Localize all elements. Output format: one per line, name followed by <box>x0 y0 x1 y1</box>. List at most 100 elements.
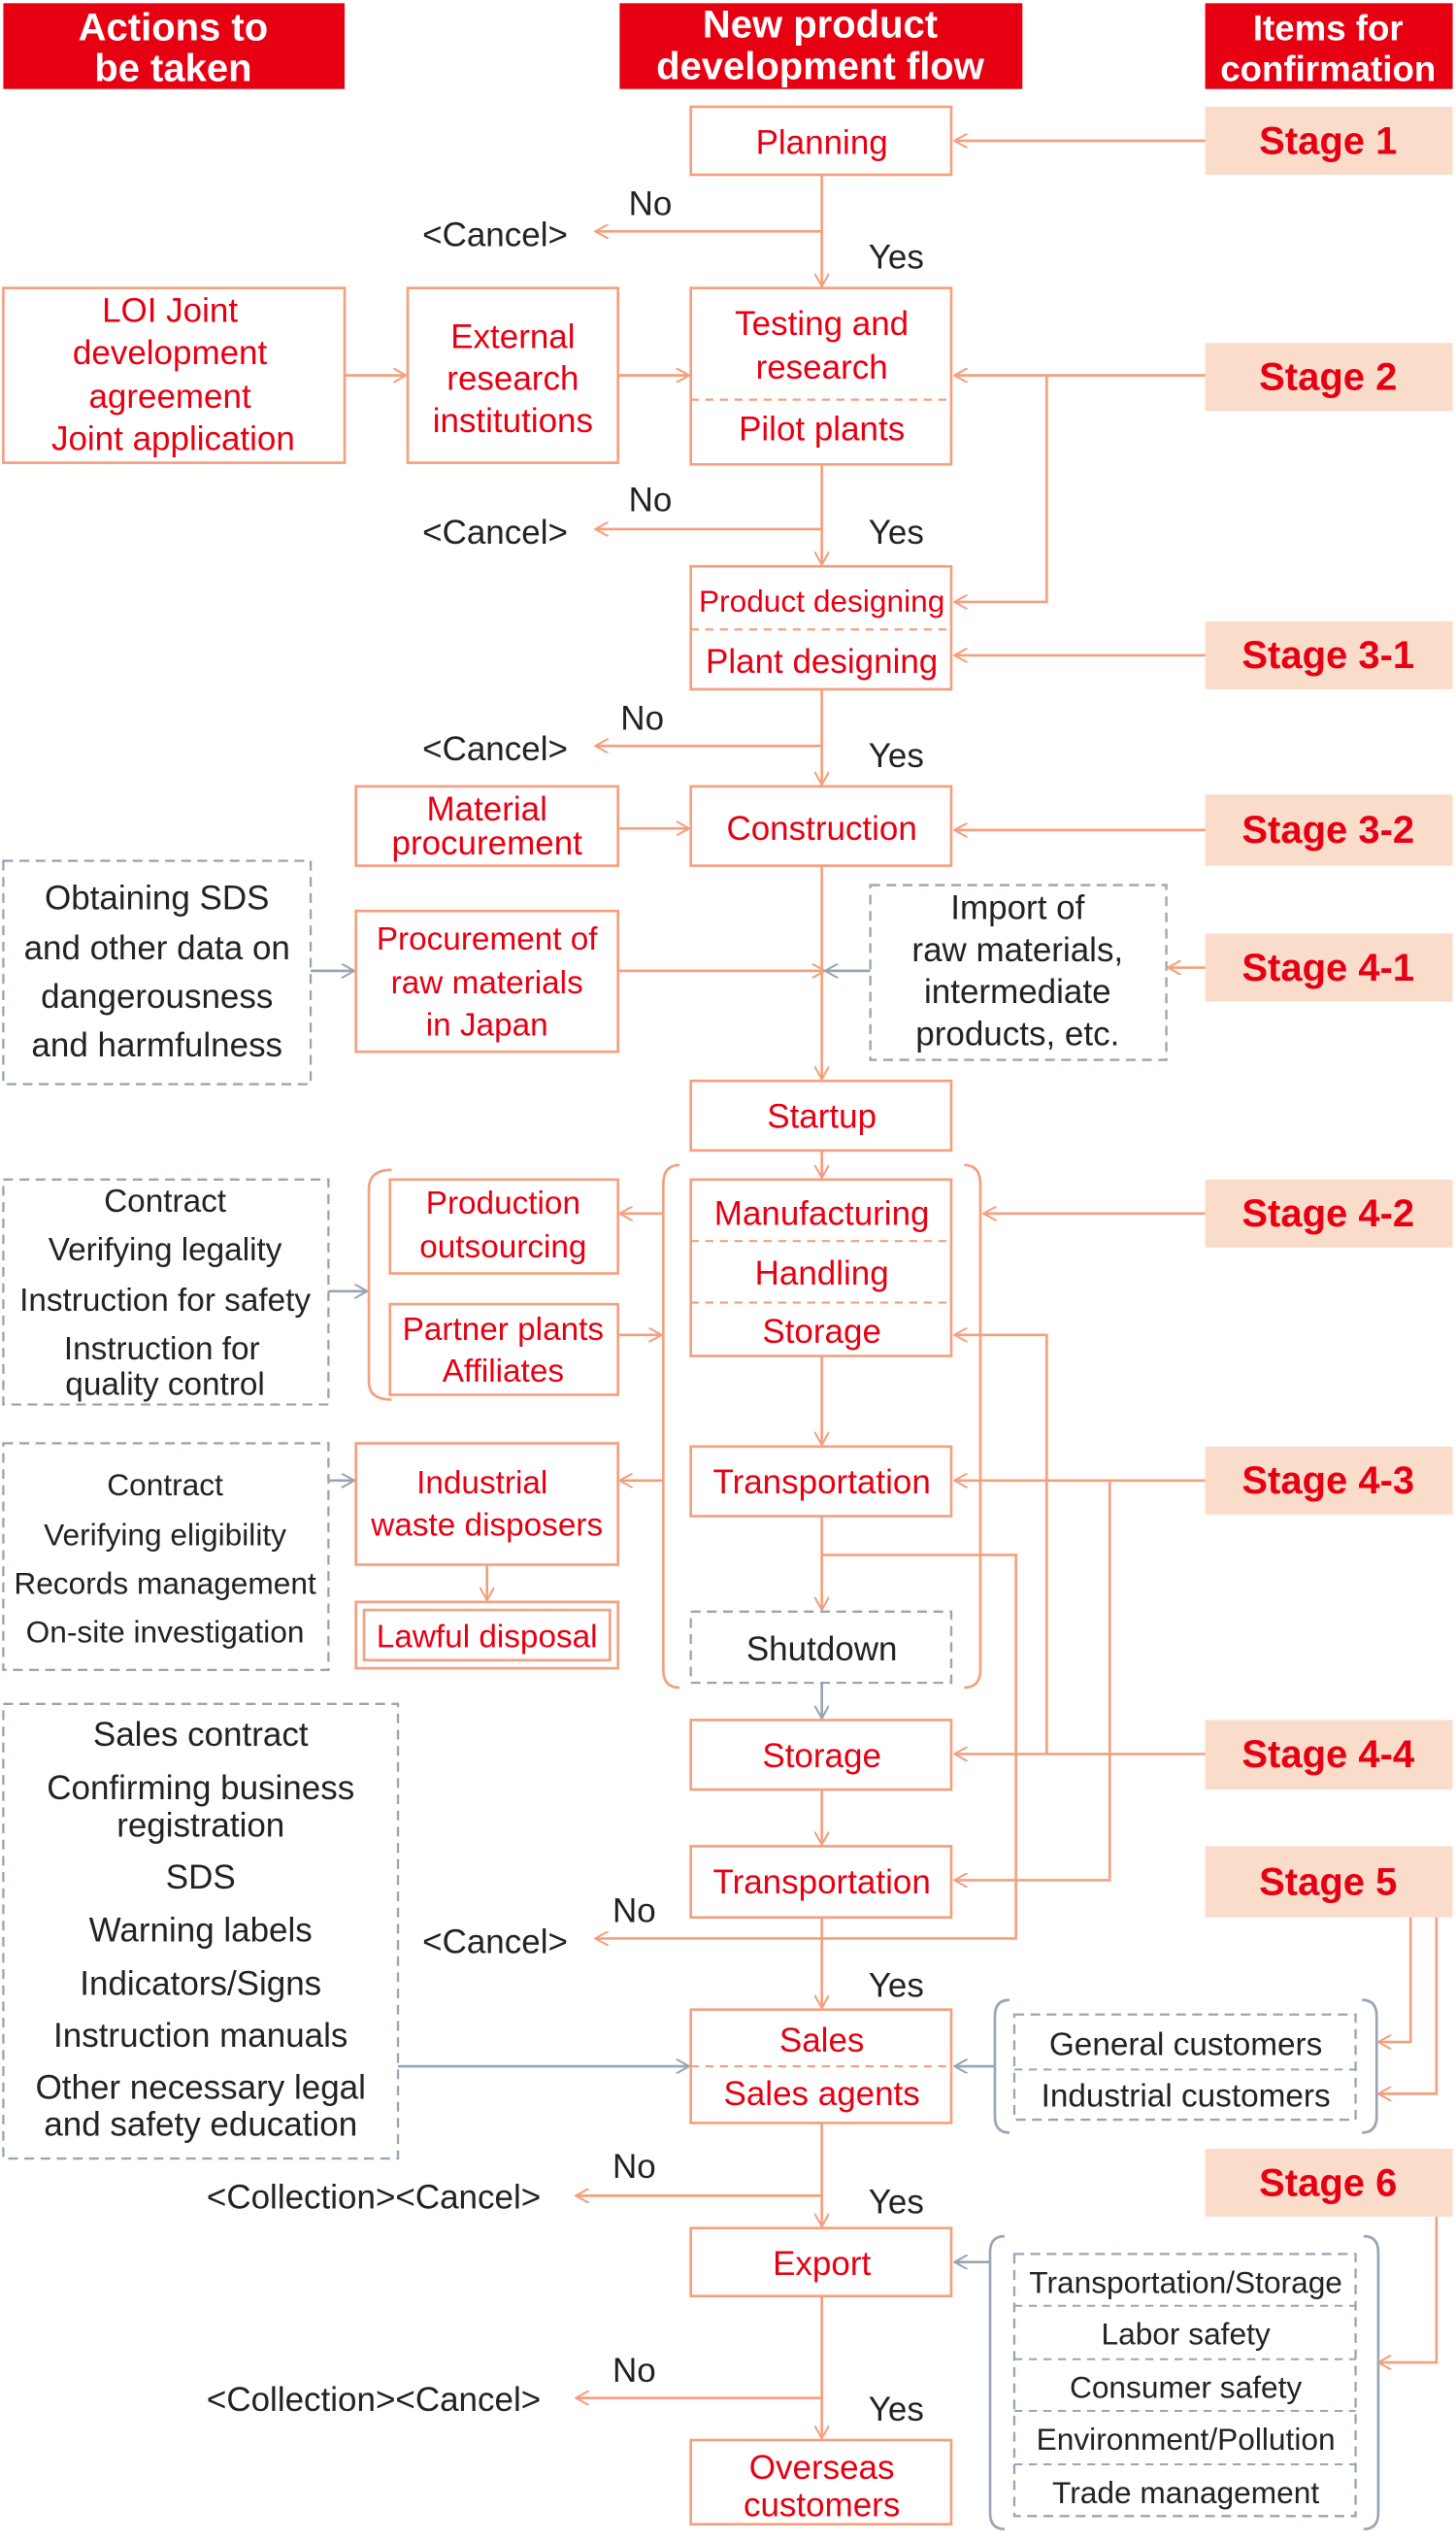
contract-eligibility-box: Contract Verifying eligibility Records m… <box>2 1442 330 1671</box>
svg-text:Material: Material <box>426 790 546 828</box>
svg-text:LOI Joint: LOI Joint <box>102 292 238 330</box>
svg-text:Stage 6: Stage 6 <box>1259 2161 1397 2204</box>
svg-text:Environment/Pollution: Environment/Pollution <box>1037 2422 1336 2457</box>
svg-text:Transportation: Transportation <box>713 1863 931 1901</box>
svg-text:SDS: SDS <box>166 1858 236 1896</box>
planning-box: Planning <box>689 105 953 177</box>
yes-label: Yes <box>869 1966 924 2004</box>
svg-text:registration: registration <box>116 1806 284 1844</box>
svg-text:development flow: development flow <box>656 46 985 88</box>
export-box: Export <box>689 2226 953 2298</box>
no-label: No <box>629 482 673 519</box>
production-outsourcing-box: Production outsourcing <box>388 1178 620 1275</box>
stage-4-2: Stage 4-2 <box>1205 1179 1453 1248</box>
svg-text:Import of: Import of <box>950 889 1084 927</box>
svg-text:Labor safety: Labor safety <box>1101 2317 1270 2352</box>
collection-cancel-label: <Collection><Cancel> <box>207 2179 541 2217</box>
svg-text:Industrial customers: Industrial customers <box>1042 2079 1331 2115</box>
svg-text:Handling: Handling <box>755 1254 889 1292</box>
svg-text:institutions: institutions <box>433 402 593 440</box>
header-actions: Actions to be taken <box>3 3 346 89</box>
lawful-disposal-box: Lawful disposal <box>354 1600 620 1670</box>
header-items: Items for confirmation <box>1205 3 1453 89</box>
svg-text:Verifying eligibility: Verifying eligibility <box>44 1517 286 1552</box>
svg-text:Shutdown: Shutdown <box>746 1630 898 1668</box>
stage-3-1: Stage 3-1 <box>1205 620 1453 689</box>
stage-5: Stage 5 <box>1205 1846 1453 1918</box>
stage-1: Stage 1 <box>1205 106 1453 175</box>
no-label: No <box>612 2148 656 2186</box>
svg-text:Construction: Construction <box>726 810 916 848</box>
industrial-waste-box: Industrial waste disposers <box>354 1442 620 1566</box>
collection-cancel-label: <Collection><Cancel> <box>207 2381 541 2419</box>
svg-text:and other data on: and other data on <box>24 929 290 967</box>
svg-text:Actions to: Actions to <box>79 7 268 50</box>
sds-box: Obtaining SDS and other data on dangerou… <box>2 859 313 1086</box>
svg-text:Sales agents: Sales agents <box>724 2075 920 2113</box>
transportation2-box: Transportation <box>689 1845 953 1920</box>
svg-text:Sales contract: Sales contract <box>93 1716 309 1754</box>
stage-3-2: Stage 3-2 <box>1205 794 1453 866</box>
svg-text:Stage 4-2: Stage 4-2 <box>1241 1192 1414 1235</box>
svg-text:waste disposers: waste disposers <box>370 1507 603 1543</box>
svg-text:Sales: Sales <box>779 2022 865 2059</box>
svg-text:Trade management: Trade management <box>1052 2475 1319 2510</box>
sales-box: Sales Sales agents <box>689 2008 953 2124</box>
overseas-customers-box: Overseas customers <box>689 2438 953 2526</box>
procurement-raw-box: Procurement of raw materials in Japan <box>354 909 620 1054</box>
svg-text:Storage: Storage <box>762 1313 881 1351</box>
svg-text:dangerousness: dangerousness <box>41 978 273 1016</box>
svg-text:Stage 2: Stage 2 <box>1259 356 1397 399</box>
yes-label: Yes <box>869 239 924 277</box>
svg-text:Contract: Contract <box>107 1467 223 1502</box>
svg-text:confirmation: confirmation <box>1220 49 1436 88</box>
svg-text:New product: New product <box>703 3 938 46</box>
svg-text:Planning: Planning <box>756 123 888 161</box>
svg-text:Stage 3-2: Stage 3-2 <box>1241 809 1414 852</box>
svg-text:Indicators/Signs: Indicators/Signs <box>80 1965 321 2003</box>
stage-4-3: Stage 4-3 <box>1205 1446 1453 1515</box>
svg-text:be taken: be taken <box>94 47 251 89</box>
yes-label: Yes <box>869 737 924 775</box>
svg-text:Pilot plants: Pilot plants <box>739 410 905 448</box>
svg-text:Transportation: Transportation <box>713 1463 931 1501</box>
svg-text:Confirming business: Confirming business <box>47 1769 354 1807</box>
svg-text:raw materials: raw materials <box>391 965 583 1001</box>
manufacturing-box: Manufacturing Handling Storage <box>689 1178 953 1357</box>
yes-label: Yes <box>869 514 924 552</box>
construction-box: Construction <box>689 785 953 867</box>
svg-text:Items for: Items for <box>1253 9 1404 49</box>
svg-text:Joint application: Joint application <box>51 419 295 457</box>
no-label: No <box>629 185 673 223</box>
designing-box: Product designing Plant designing <box>689 564 953 691</box>
svg-text:products, etc.: products, etc. <box>915 1016 1119 1054</box>
no-label: No <box>612 2352 656 2390</box>
cancel-label: <Cancel> <box>422 216 568 253</box>
svg-text:Lawful disposal: Lawful disposal <box>377 1619 598 1655</box>
svg-text:Product designing: Product designing <box>699 584 944 619</box>
svg-text:Overseas: Overseas <box>749 2449 895 2487</box>
svg-text:Testing and: Testing and <box>735 305 909 343</box>
svg-text:Stage 4-1: Stage 4-1 <box>1241 947 1414 989</box>
svg-text:Affiliates: Affiliates <box>443 1354 564 1389</box>
svg-text:customers: customers <box>744 2486 900 2524</box>
svg-text:and safety education: and safety education <box>44 2106 357 2144</box>
svg-text:Obtaining SDS: Obtaining SDS <box>45 880 269 918</box>
svg-text:Stage 1: Stage 1 <box>1259 119 1397 162</box>
svg-text:Storage: Storage <box>762 1737 881 1775</box>
svg-text:quality control: quality control <box>65 1366 265 1402</box>
svg-text:On-site investigation: On-site investigation <box>26 1614 305 1649</box>
stage-2: Stage 2 <box>1205 343 1453 412</box>
svg-text:Transportation/Storage: Transportation/Storage <box>1029 2264 1342 2299</box>
svg-text:Startup: Startup <box>767 1098 877 1136</box>
svg-text:Partner plants: Partner plants <box>403 1312 604 1348</box>
stage-6: Stage 6 <box>1205 2149 1453 2218</box>
startup-box: Startup <box>689 1079 953 1153</box>
svg-text:Production: Production <box>426 1186 580 1221</box>
svg-text:External: External <box>450 318 575 355</box>
svg-text:outsourcing: outsourcing <box>419 1229 586 1265</box>
svg-text:research: research <box>756 349 888 386</box>
svg-text:procurement: procurement <box>391 824 582 862</box>
svg-text:Industrial: Industrial <box>416 1465 547 1501</box>
